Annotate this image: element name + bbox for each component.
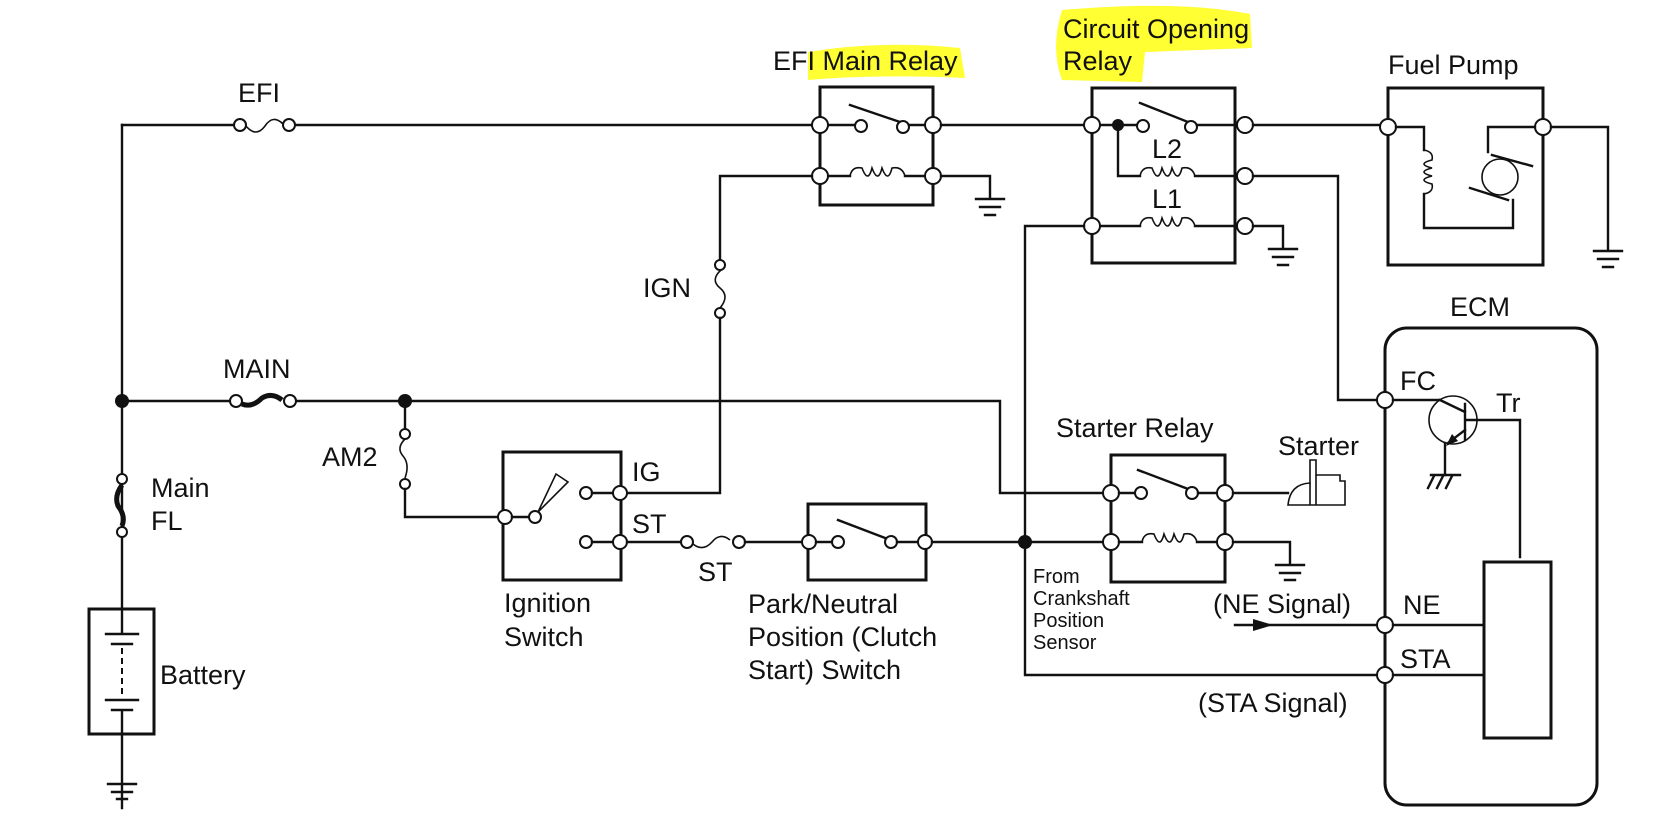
ecm-label: ECM (1450, 292, 1510, 322)
st-fuse (680, 535, 746, 549)
ign-fuse (714, 259, 726, 319)
ig-terminal-label: IG (632, 457, 661, 487)
circuit-opening-relay (1083, 86, 1254, 265)
wire-cor-ground (1251, 224, 1285, 250)
starter-motor-icon (1287, 459, 1346, 506)
ne-signal-arrow-icon (1233, 619, 1387, 631)
ground-icon (1267, 247, 1299, 267)
starter-relay-label: Starter Relay (1056, 413, 1214, 443)
wire-main-line (115, 394, 1112, 495)
wire-efi-line (120, 123, 822, 810)
main-fl-fuse (114, 473, 128, 538)
park-neutral-switch (801, 502, 933, 582)
wire-starter-relay-ground (1231, 540, 1292, 566)
efi-main-relay-label: EFI Main Relay (773, 46, 958, 76)
st-terminal-label: ST (632, 509, 667, 539)
coil-l2-label: L2 (1152, 134, 1182, 164)
battery (87, 607, 156, 736)
ign-fuse-label: IGN (643, 273, 691, 303)
efi-main-relay (811, 85, 942, 207)
ecm-pin-ne-label: NE (1403, 590, 1441, 620)
wire-am2-to-ignition (403, 487, 502, 519)
am2-fuse (399, 428, 411, 490)
ne-signal-label: (NE Signal) (1213, 589, 1351, 619)
crankshaft-label-line4: Sensor (1033, 632, 1097, 654)
efi-fuse-label: EFI (238, 78, 280, 108)
crankshaft-label-line3: Position (1033, 610, 1104, 632)
crankshaft-label-line1: From (1033, 566, 1080, 588)
am2-fuse-label: AM2 (322, 442, 378, 472)
highlight-circuit-opening-relay (1056, 5, 1252, 82)
circuit-opening-relay-label-line1: Circuit Opening (1063, 14, 1249, 44)
efi-fuse (233, 118, 296, 133)
wire-efi-relay-ground (939, 174, 992, 200)
ecm-pin-tr-label: Tr (1496, 388, 1520, 418)
main-fuse (229, 392, 297, 408)
sta-signal-label: (STA Signal) (1198, 688, 1348, 718)
ground-icon (1274, 563, 1306, 582)
battery-label: Battery (160, 660, 246, 690)
main-fuse-label: MAIN (223, 354, 291, 384)
main-fl-label-line2: FL (151, 506, 183, 536)
junction-dot (1018, 535, 1032, 549)
wire-ign-to-ig-terminal (620, 316, 722, 495)
highlight-efi-main-relay (808, 44, 965, 80)
crankshaft-label-line2: Crankshaft (1033, 588, 1130, 610)
ground-icon (974, 197, 1006, 217)
wire-ign-to-efi-relay (718, 174, 814, 262)
st-fuse-label: ST (698, 557, 733, 587)
wire-l1-to-sta (1023, 224, 1387, 677)
ground-icon (1592, 249, 1624, 269)
starter-relay (1102, 453, 1234, 584)
ignition-switch-label-line2: Switch (504, 622, 584, 652)
pnp-switch-label-line2: Position (Clutch (748, 622, 937, 652)
fuel-pump (1379, 86, 1552, 267)
pnp-switch-label-line1: Park/Neutral (748, 589, 898, 619)
main-fl-label-line1: Main (151, 473, 210, 503)
ecm-pin-sta-label: STA (1400, 644, 1451, 674)
ecm (1376, 326, 1599, 807)
pnp-switch-label-line3: Start) Switch (748, 655, 901, 685)
circuit-opening-relay-label-line2: Relay (1063, 46, 1133, 76)
wire-l2-to-fc (1251, 174, 1387, 402)
coil-l1-label: L1 (1152, 184, 1182, 214)
ignition-switch (497, 450, 628, 582)
ignition-switch-label-line1: Ignition (504, 588, 591, 618)
starter-label: Starter (1278, 431, 1359, 461)
wire-fuel-pump-ground (1549, 125, 1610, 252)
ground-icon (106, 782, 138, 801)
ecm-pin-fc-label: FC (1400, 366, 1436, 396)
fuel-pump-label: Fuel Pump (1388, 50, 1519, 80)
